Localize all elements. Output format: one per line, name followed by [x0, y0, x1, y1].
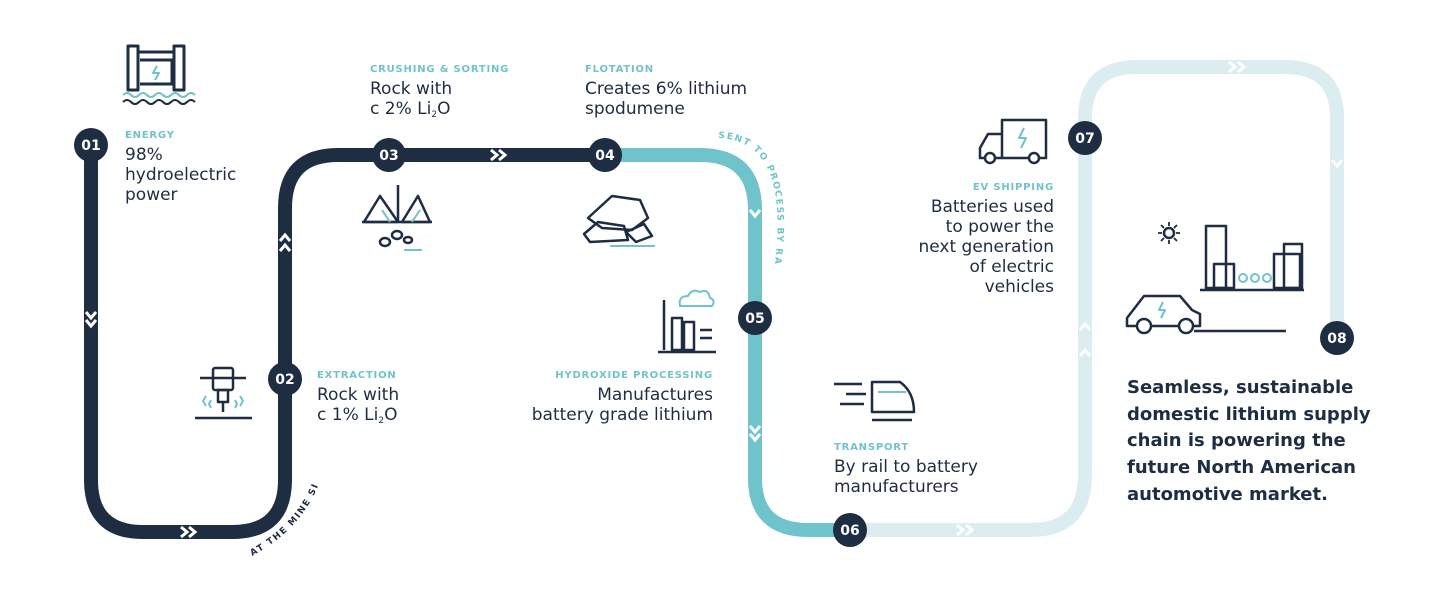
step-description: 98% hydroelectric power [125, 144, 237, 205]
step-kicker: HYDROXIDE PROCESSING [555, 370, 713, 381]
step-kicker: CRUSHING & SORTING [370, 64, 510, 75]
step-kicker: TRANSPORT [834, 442, 909, 453]
city-car-icon [1125, 222, 1304, 335]
rail-path-label: SENT TO PROCESS BY RAIL [0, 0, 785, 266]
step-badge-06: 06 [833, 513, 867, 547]
svg-text:08: 08 [1327, 331, 1346, 347]
step-kicker: ENERGY [125, 130, 175, 141]
svg-text:03: 03 [379, 148, 398, 164]
step-label-07: EV SHIPPING Batteries used to power the … [910, 182, 1054, 297]
step-badge-03: 03 [372, 138, 406, 172]
step-badge-01: 01 [74, 128, 108, 162]
step-kicker: EV SHIPPING [972, 182, 1054, 193]
jackhammer-icon [195, 366, 252, 420]
step-label-01: ENERGY 98% hydroelectric power [125, 130, 255, 205]
step-badge-07: 07 [1068, 121, 1102, 155]
step-description: Creates 6% lithium spodumene [585, 78, 748, 119]
svg-text:07: 07 [1075, 131, 1094, 147]
step-kicker: EXTRACTION [317, 370, 397, 381]
step-label-05: HYDROXIDE PROCESSING Manufactures batter… [530, 370, 713, 425]
train-icon [834, 380, 916, 422]
route-mine-segment [84, 138, 612, 539]
step-label-04: FLOTATION Creates 6% lithium spodumene [585, 64, 750, 119]
step-badge-05: 05 [738, 301, 772, 335]
hydro-dam-icon [122, 44, 196, 105]
truck-icon [978, 118, 1048, 165]
route-delivery-segment [843, 60, 1344, 537]
step-description: Manufactures battery grade lithium [531, 384, 713, 425]
step-label-06: TRANSPORT By rail to battery manufacture… [834, 442, 984, 497]
step-badge-02: 02 [268, 362, 302, 396]
step-description: Rock with c 2% Li2O [370, 78, 453, 120]
step-badge-08: 08 [1320, 321, 1354, 355]
summary-statement: Seamless, sustainable domestic lithium s… [1127, 377, 1371, 505]
step-description: Batteries used to power the next generat… [918, 196, 1054, 297]
rocks-icon [582, 194, 655, 247]
svg-text:04: 04 [595, 148, 615, 164]
step-label-03: CRUSHING & SORTING Rock with c 2% Li2O [370, 64, 540, 120]
step-kicker: FLOTATION [585, 64, 654, 75]
svg-text:05: 05 [745, 311, 764, 327]
route-rail-segment [598, 148, 857, 537]
step-badge-04: 04 [588, 138, 622, 172]
factory-icon [658, 289, 716, 354]
svg-text:01: 01 [81, 138, 100, 154]
svg-text:06: 06 [840, 523, 859, 539]
step-label-02: EXTRACTION Rock with c 1% Li2O [317, 370, 487, 426]
route-chevrons [84, 60, 1344, 539]
svg-text:02: 02 [275, 372, 294, 388]
step-description: By rail to battery manufacturers [834, 456, 978, 497]
crusher-icon [362, 185, 432, 251]
step-description: Rock with c 1% Li2O [317, 384, 400, 426]
